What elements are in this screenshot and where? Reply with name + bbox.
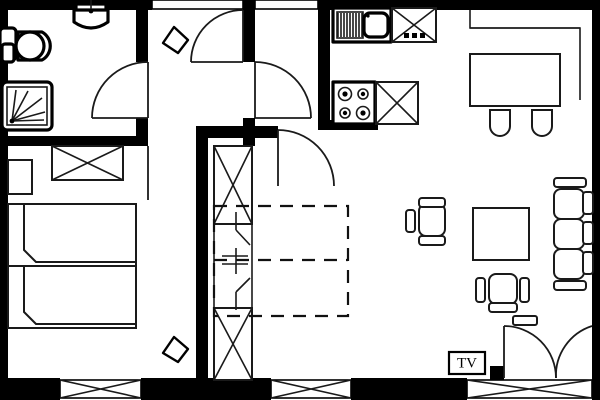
wall-living-door-jamb	[490, 366, 504, 380]
closet-upper	[213, 145, 253, 225]
tv-label-text: TV	[457, 355, 477, 371]
bed-single-upper	[7, 203, 137, 267]
armchair-lower	[475, 273, 530, 313]
nightstand	[7, 159, 33, 195]
window-living-south	[270, 379, 352, 399]
cooktop-fixture	[331, 80, 377, 126]
tv-label-box	[447, 350, 487, 376]
sofa-three-seat	[553, 177, 594, 291]
wall-kitchen-left	[318, 0, 330, 130]
wall-right-outer	[592, 0, 600, 400]
open-plan-dashed-zone	[212, 204, 350, 318]
sofa-side-table	[512, 315, 538, 326]
window-hall-north	[254, 0, 319, 10]
wardrobe	[51, 145, 124, 181]
kitchen-fixtures	[331, 6, 437, 126]
window-bath-north	[151, 0, 244, 10]
bathroom-fixtures	[0, 0, 110, 132]
wall-bedroom-right-upper	[196, 126, 208, 286]
corridor-rails	[213, 224, 253, 308]
wall-bottom-b	[141, 378, 271, 400]
door-hall-living	[254, 61, 312, 119]
wall-bathroom-right	[136, 0, 148, 62]
kitchen-cabinet-upper	[391, 7, 437, 43]
doors-group	[91, 9, 593, 379]
closet-lower	[213, 307, 253, 381]
bedroom-furniture	[7, 145, 137, 329]
wall-bedroom-right-lower	[196, 286, 208, 382]
windows-group	[59, 0, 593, 399]
washbasin-fixture	[72, 0, 110, 30]
door-bathroom	[91, 61, 149, 119]
dining-chair-left	[489, 109, 511, 137]
wall-hall-right-top	[243, 0, 255, 62]
corridor-group	[161, 25, 350, 381]
window-bedroom-south	[59, 379, 142, 399]
wall-left-outer	[0, 0, 8, 400]
living-furniture: TV	[405, 10, 594, 376]
bed-single-lower	[7, 265, 137, 329]
wall-top-kitchen	[318, 0, 600, 10]
wall-bathroom-bottom	[0, 136, 148, 146]
toilet-fixture	[0, 26, 52, 64]
stool-upper	[161, 25, 190, 55]
wall-bottom-a	[0, 378, 60, 400]
wall-hall-bottom	[196, 126, 278, 138]
kitchen-sink	[331, 6, 393, 44]
kitchen-cabinet-lower	[375, 81, 419, 125]
wall-bottom-d	[592, 378, 600, 400]
armchair-upper	[405, 197, 446, 246]
coffee-table	[472, 207, 530, 261]
television: TV	[447, 350, 487, 376]
dining-table	[469, 10, 581, 107]
stool-lower	[161, 335, 190, 364]
window-living-southeast	[466, 379, 593, 399]
door-entry	[190, 9, 244, 63]
door-terrace	[503, 325, 593, 379]
dining-chair-right	[531, 109, 553, 137]
shower-fixture	[0, 80, 54, 132]
wall-bottom-c	[351, 378, 467, 400]
door-kitchen	[277, 129, 335, 187]
